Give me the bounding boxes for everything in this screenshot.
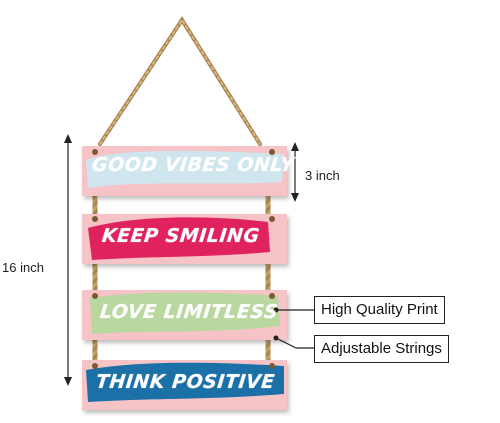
hanging-rope [98, 16, 262, 146]
callout-leaders [273, 307, 314, 349]
total-height-dimension [64, 134, 72, 386]
total-height-label: 16 inch [2, 260, 44, 275]
plank-height-label: 3 inch [305, 168, 340, 183]
plank-1-text: GOOD VIBES ONLY [90, 154, 296, 176]
plank-1 [82, 146, 287, 196]
plank-2-text: KEEP SMILING [100, 225, 261, 247]
plank-4 [82, 360, 287, 410]
plank-3 [82, 290, 287, 340]
plank-2 [82, 214, 287, 264]
plank-3-text: LOVE LIMITLESS [98, 301, 280, 323]
high-quality-print-callout: High Quality Print [314, 296, 445, 324]
adjustable-strings-callout: Adjustable Strings [314, 335, 449, 363]
plank-height-dimension [291, 142, 299, 202]
connecting-strings [92, 195, 271, 362]
plank-4-text: THINK POSITIVE [94, 371, 276, 393]
